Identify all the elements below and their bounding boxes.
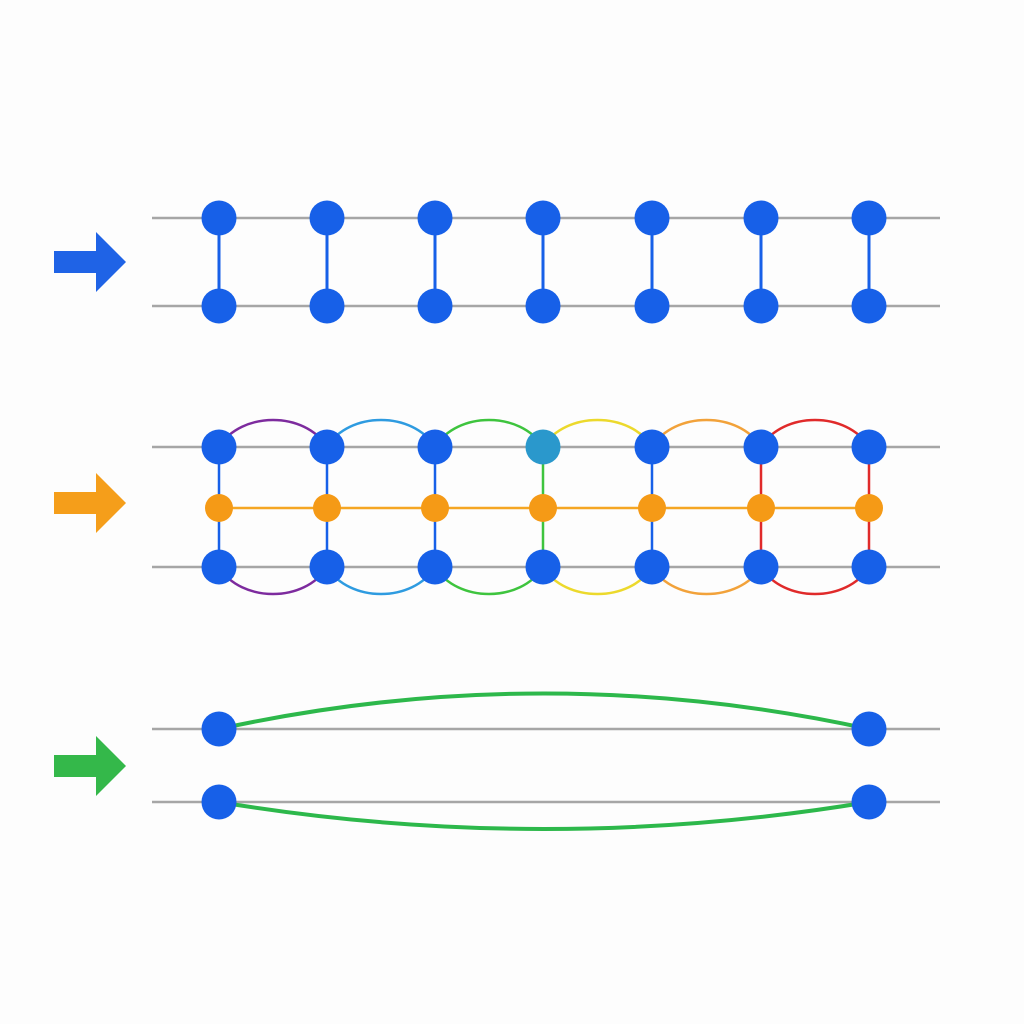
panel-3 [54,691,940,831]
panel-1 [54,200,940,324]
top-left-node [201,711,237,747]
top-node [525,200,561,236]
bottom-node [417,549,453,585]
top-node [309,429,345,465]
top-node [851,429,887,465]
bottom-node [634,549,670,585]
bridge-arc-bottom [218,800,870,831]
bottom-node [851,549,887,585]
right-arrow-icon [54,232,126,292]
top-node [201,200,237,236]
bottom-left-node [201,784,237,820]
top-node [417,200,453,236]
bottom-node [309,549,345,585]
middle-node [747,494,775,522]
bottom-node [851,288,887,324]
bottom-node [201,288,237,324]
bottom-node [525,288,561,324]
bottom-node [743,549,779,585]
top-node [634,429,670,465]
top-node [634,200,670,236]
top-node [743,429,779,465]
bottom-node [634,288,670,324]
top-node [201,429,237,465]
top-node [309,200,345,236]
bottom-node [743,288,779,324]
middle-node [855,494,883,522]
bridge-arc-top [218,691,870,731]
panel-2 [54,418,940,596]
right-arrow-icon [54,473,126,533]
right-arrow-icon [54,736,126,796]
middle-node [421,494,449,522]
top-right-node [851,711,887,747]
middle-node [313,494,341,522]
middle-node [529,494,557,522]
bottom-right-node [851,784,887,820]
bottom-node [525,549,561,585]
top-node [851,200,887,236]
highlighted-top-node [525,429,561,465]
top-node [743,200,779,236]
bottom-node [417,288,453,324]
top-node [417,429,453,465]
middle-node [638,494,666,522]
middle-node [205,494,233,522]
bottom-node [201,549,237,585]
bottom-node [309,288,345,324]
